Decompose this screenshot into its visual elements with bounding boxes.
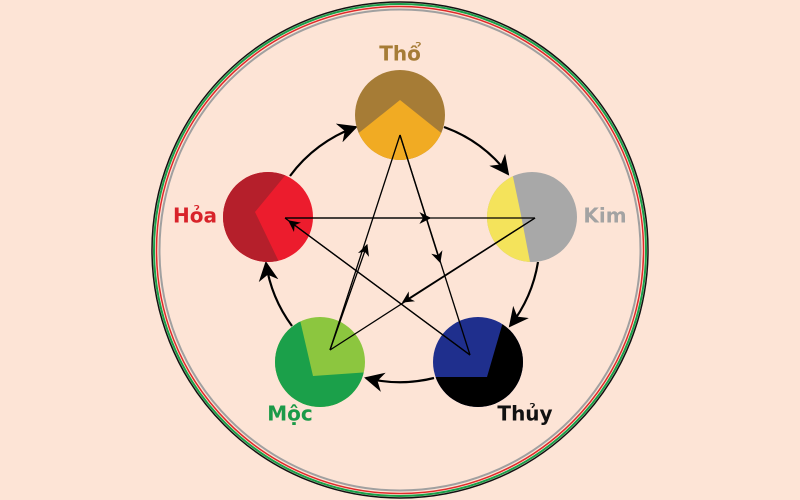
- arrow-tho-to-thuy: [399, 134, 443, 264]
- arrow-kim-to-thuy: [508, 261, 540, 328]
- arrow-kim-to-moc: [402, 217, 536, 303]
- element-moc: [275, 317, 365, 407]
- arrow-hoa-to-tho: [289, 123, 358, 177]
- element-tho: [355, 70, 445, 160]
- element-thuy: [433, 317, 523, 407]
- arrow-moc-to-tho: [329, 243, 370, 351]
- label-thuy: Thủy: [497, 402, 552, 426]
- element-kim: [487, 172, 577, 262]
- arrow-moc-to-hoa: [258, 261, 293, 327]
- controlling-cycle-star: [284, 134, 536, 356]
- arrow-thuy-to-moc: [364, 372, 435, 392]
- arrow-thuy-to-hoa: [288, 220, 471, 356]
- outer-rings: [151, 1, 649, 499]
- label-hoa: Hỏa: [173, 204, 217, 228]
- label-moc: Mộc: [267, 402, 313, 426]
- label-kim: Kim: [583, 204, 626, 228]
- label-tho: Thổ: [379, 42, 421, 66]
- arrow-tho-to-kim: [443, 125, 510, 176]
- generating-cycle-arrows: [258, 123, 540, 392]
- element-hoa: [223, 172, 313, 262]
